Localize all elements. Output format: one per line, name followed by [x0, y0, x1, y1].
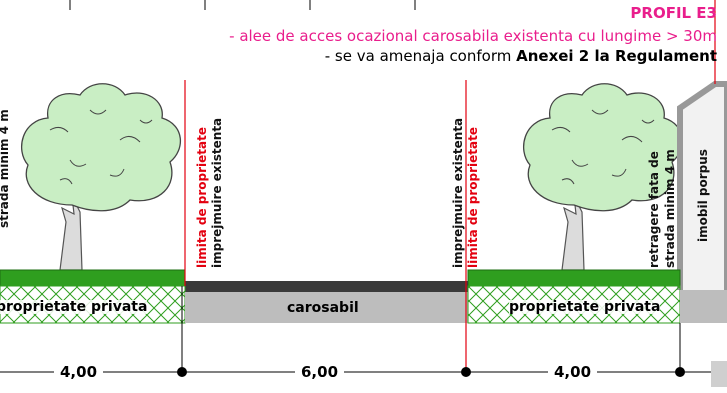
asphalt-layer — [185, 281, 468, 292]
building-label: imobil porpus — [696, 149, 710, 242]
center-dimension-value: 6,00 — [295, 364, 345, 380]
right-fence-label: imprejmuire existenta — [451, 117, 465, 268]
roadway-label: carosabil — [287, 300, 359, 316]
description-line-2-bold: Anexei 2 la Regulament — [516, 47, 717, 65]
left-dimension-value: 4,00 — [54, 364, 104, 380]
description-line-2: - se va amenaja conform Anexei 2 la Regu… — [325, 49, 717, 64]
dimension-node — [177, 367, 187, 377]
description-line-1: - alee de acces ocazional carosabila exi… — [229, 27, 717, 45]
left-setback-label: strada minim 4 m — [0, 109, 11, 228]
building-base — [680, 290, 727, 323]
left-fence-label: imprejmuire existenta — [210, 117, 224, 268]
left-private-label: proprietate privata — [0, 300, 148, 314]
right-setback-label-2: strada minim 4 m — [663, 149, 677, 268]
corner-marker — [711, 361, 727, 387]
right-property-limit-label: limita de proprietate — [466, 127, 480, 268]
right-tree-icon — [522, 83, 684, 271]
right-dimension-value: 4,00 — [548, 364, 598, 380]
right-grass-strip — [467, 269, 681, 287]
left-grass-strip — [0, 269, 186, 287]
dimension-node — [675, 367, 685, 377]
profile-title: PROFIL E3 — [630, 4, 717, 22]
right-private-label: proprietate privata — [509, 299, 661, 315]
description-line-2-prefix: - se va amenaja conform — [324, 47, 517, 65]
building-outline — [677, 0, 727, 290]
dimension-node — [461, 367, 471, 377]
roadway-band — [185, 292, 468, 323]
left-tree-icon — [20, 83, 182, 271]
right-setback-label-1: retragere fata de — [647, 151, 661, 268]
left-property-limit-label: limita de proprietate — [195, 127, 209, 268]
